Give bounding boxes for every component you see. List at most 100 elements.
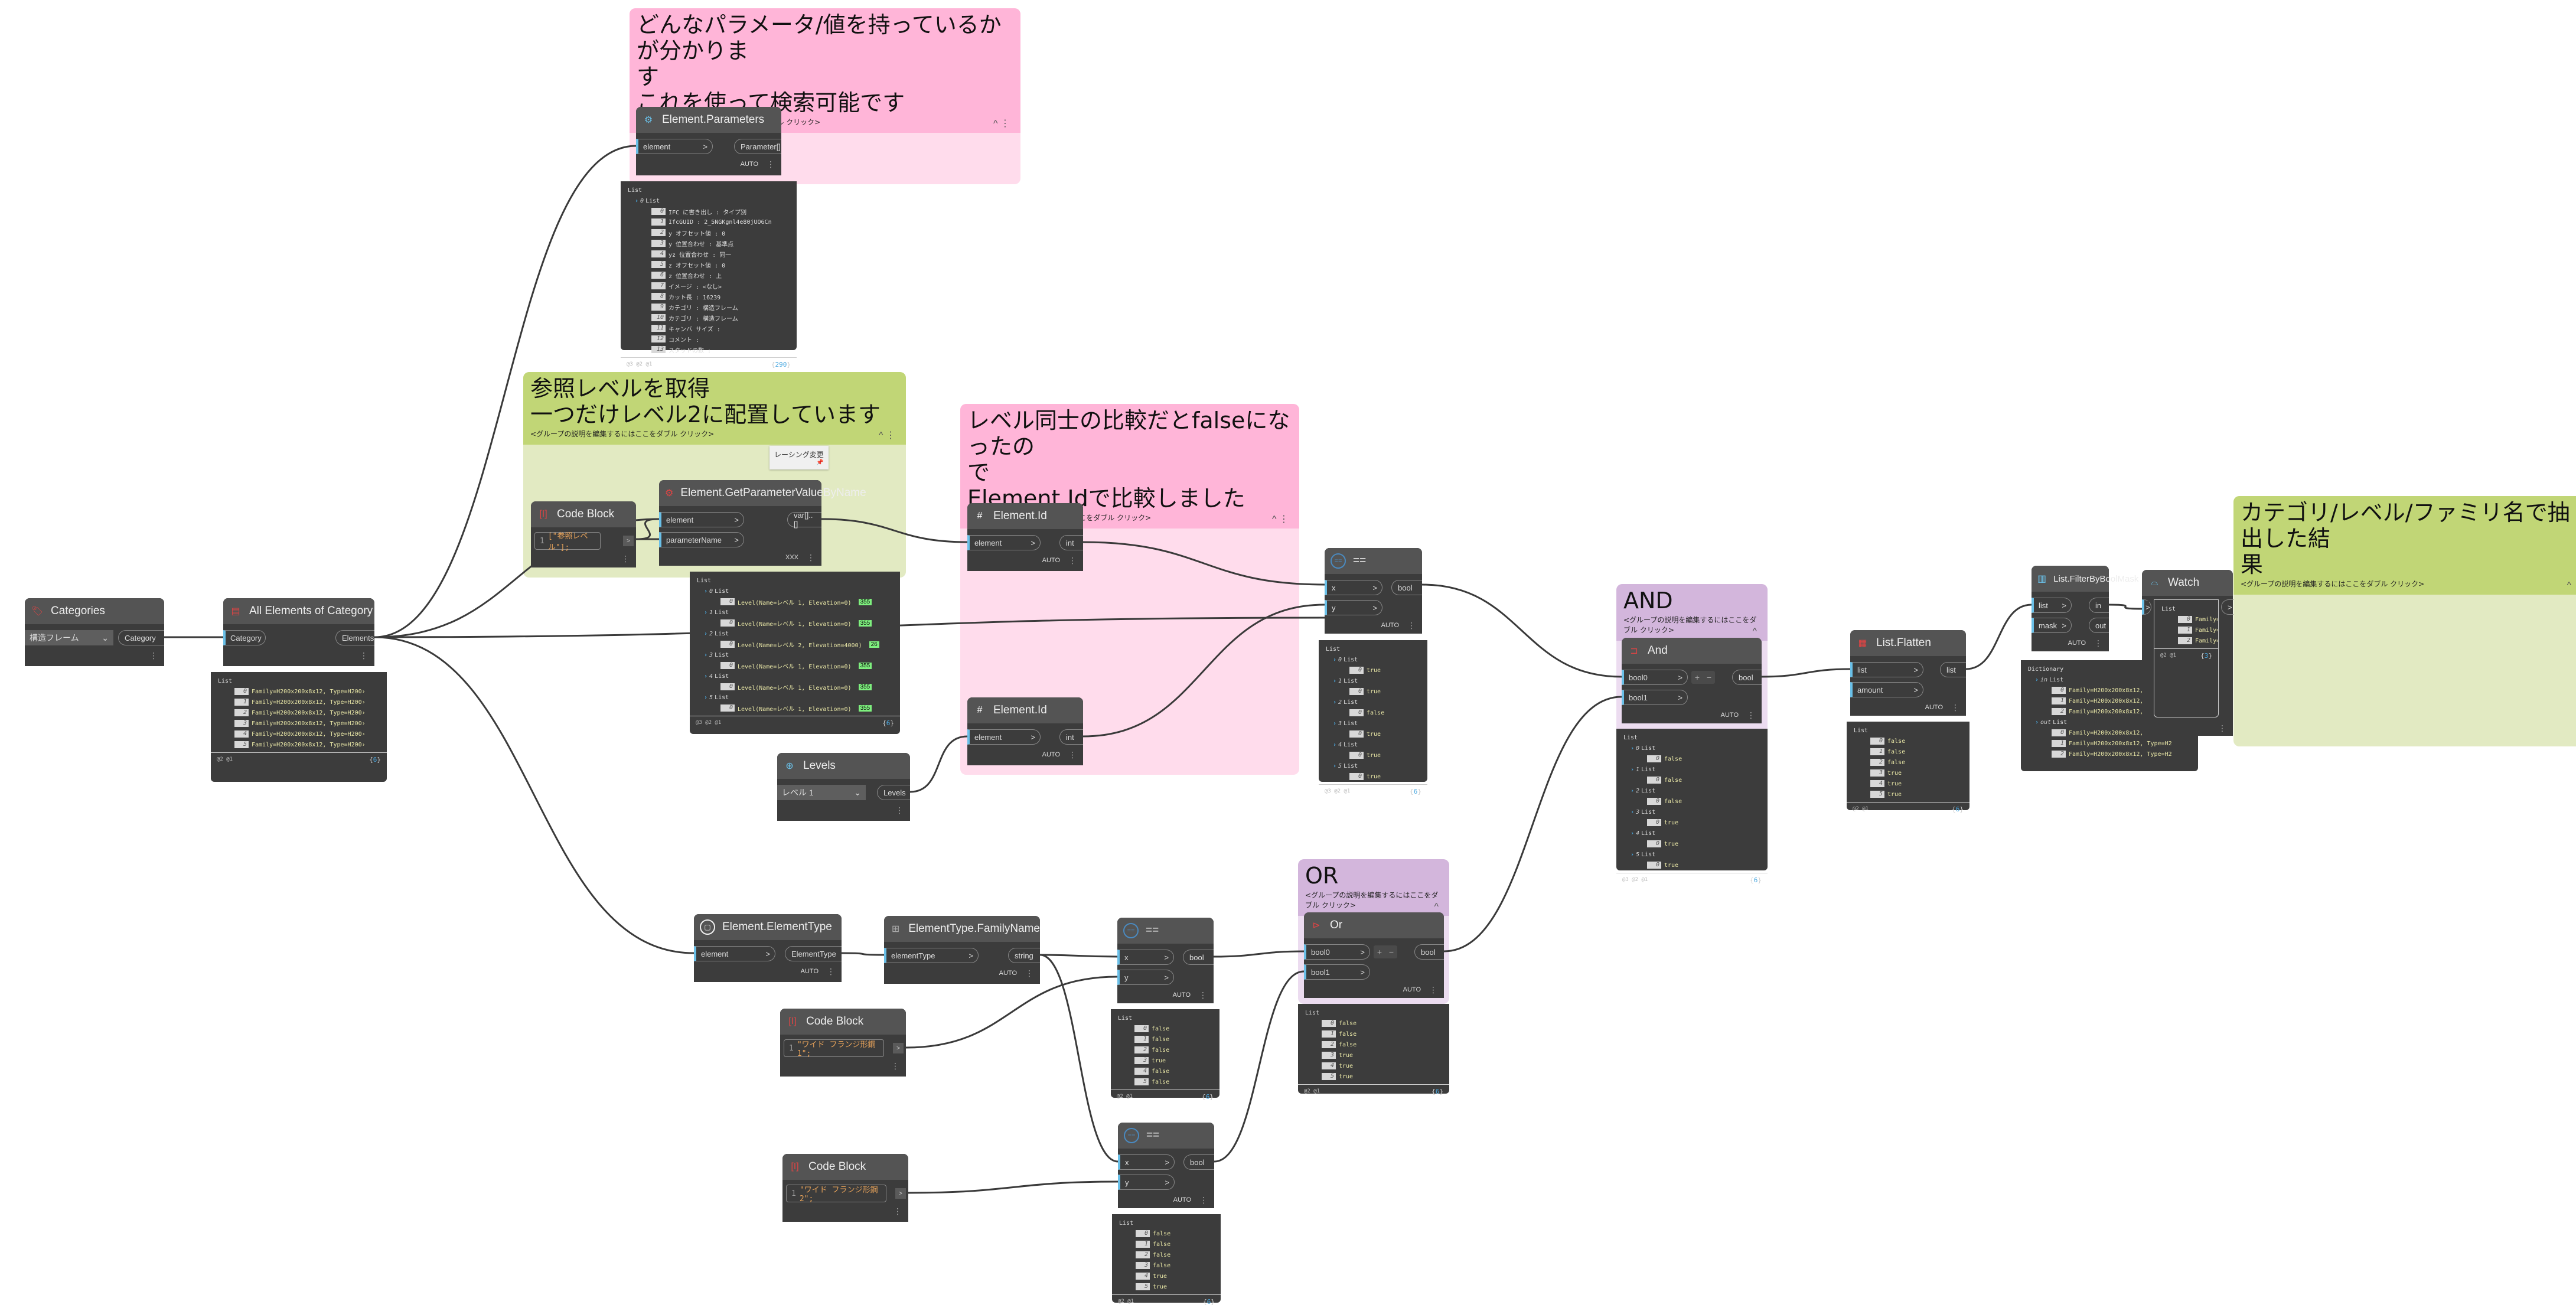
list-levels[interactable]: @2 @1 bbox=[1304, 1088, 1320, 1094]
node-menu-icon[interactable]: ⋮ bbox=[767, 159, 775, 169]
chevron-right-icon[interactable]: › bbox=[1333, 741, 1337, 748]
output-port-value[interactable]: var[]..[] bbox=[787, 511, 821, 529]
list-item[interactable]: List bbox=[2161, 605, 2176, 612]
node-menu-icon[interactable]: ⋮ bbox=[807, 552, 815, 562]
input-port-y[interactable]: y> bbox=[1325, 600, 1382, 615]
list-levels[interactable]: @2 @1 bbox=[217, 756, 233, 762]
output-port-bool[interactable]: bool bbox=[1183, 950, 1214, 965]
list-item[interactable]: List bbox=[1854, 727, 1869, 734]
chevron-right-icon[interactable]: › bbox=[1333, 762, 1337, 769]
input-port-element[interactable]: element> bbox=[636, 139, 713, 154]
output-port-bool[interactable]: bool bbox=[1183, 1154, 1214, 1170]
element-id-badge[interactable]: 26 bbox=[869, 641, 879, 648]
chevron-right-icon[interactable]: › bbox=[704, 673, 708, 680]
chevron-right-icon[interactable]: › bbox=[1333, 699, 1337, 706]
list-levels[interactable]: @2 @1 bbox=[1118, 1299, 1134, 1304]
collapse-icon[interactable]: ^ bbox=[1752, 627, 1757, 637]
node-menu-icon[interactable]: ⋮ bbox=[1025, 968, 1033, 978]
list-item[interactable]: List bbox=[1118, 1015, 1133, 1022]
chevron-right-icon[interactable]: › bbox=[704, 694, 708, 701]
node-menu-icon[interactable]: ⋮ bbox=[891, 1061, 899, 1071]
node-all-elements-of-category[interactable]: ▤All Elements of Category Category Eleme… bbox=[223, 598, 374, 666]
wire[interactable] bbox=[1214, 970, 1305, 1163]
node-equals-family-1[interactable]: ==== x>bool y> AUTO⋮ bbox=[1117, 918, 1214, 1003]
wire[interactable] bbox=[841, 952, 885, 956]
output-port-levels[interactable]: Levels bbox=[877, 785, 910, 800]
group-description[interactable]: <グループの説明を編集するにはここをダブル クリック> bbox=[1305, 891, 1439, 909]
output-port-int[interactable]: int bbox=[1059, 729, 1083, 745]
node-equals-family-2[interactable]: ==== x>bool y> AUTO⋮ bbox=[1118, 1123, 1214, 1208]
remove-input-button[interactable]: − bbox=[1388, 947, 1394, 957]
wire[interactable] bbox=[1965, 604, 2032, 670]
input-port-amount[interactable]: amount> bbox=[1850, 682, 1923, 697]
output-port[interactable]: > bbox=[895, 1188, 906, 1199]
input-port-category[interactable]: Category bbox=[223, 630, 266, 645]
output-port-category[interactable]: Category bbox=[118, 630, 164, 645]
list-levels[interactable]: @3 @2 @1 bbox=[627, 361, 653, 367]
node-categories[interactable]: 🏷Categories 構造フレーム⌄ Category ⋮ bbox=[25, 598, 164, 666]
chevron-right-icon[interactable]: › bbox=[1631, 787, 1635, 794]
node-or[interactable]: ⊳Or bool0>+−bool bool1> AUTO⋮ bbox=[1304, 912, 1444, 998]
input-port-x[interactable]: x> bbox=[1118, 1154, 1175, 1170]
list-levels[interactable]: @2 @1 bbox=[1853, 806, 1869, 812]
node-code-block-level[interactable]: [I]Code Block 1["参照レベル"]; > ⋮ bbox=[531, 501, 636, 567]
node-menu-icon[interactable]: ⋮ bbox=[1068, 749, 1077, 759]
input-port-x[interactable]: x> bbox=[1117, 950, 1174, 965]
wire[interactable] bbox=[1443, 696, 1622, 953]
node-element-id-1[interactable]: #Element.Id element> int AUTO⋮ bbox=[967, 503, 1083, 571]
wire[interactable] bbox=[1421, 583, 1622, 678]
node-menu-icon[interactable]: ⋮ bbox=[894, 1206, 902, 1216]
pin-icon[interactable]: 📌 bbox=[816, 459, 824, 466]
input-port-bool1[interactable]: bool1> bbox=[1622, 690, 1688, 705]
node-code-block-family-2[interactable]: [I]Code Block 1"ワイド フランジ形鋼2"; > ⋮ bbox=[782, 1154, 908, 1222]
input-port-bool0[interactable]: bool0> bbox=[1304, 944, 1370, 960]
sticky-note[interactable]: レーシング変更 📌 bbox=[769, 446, 829, 469]
lacing-label[interactable]: AUTO bbox=[1042, 557, 1060, 564]
collapse-icon[interactable]: ^ ⋮ bbox=[993, 119, 1010, 129]
group-description[interactable]: <グループの説明を編集するにはここをダブル クリック> bbox=[2241, 580, 2425, 588]
list-item[interactable]: List bbox=[1119, 1219, 1134, 1227]
input-port-x[interactable]: x> bbox=[1325, 580, 1382, 595]
category-dropdown[interactable]: 構造フレーム⌄ bbox=[25, 630, 113, 645]
input-port-y[interactable]: y> bbox=[1118, 1175, 1175, 1190]
